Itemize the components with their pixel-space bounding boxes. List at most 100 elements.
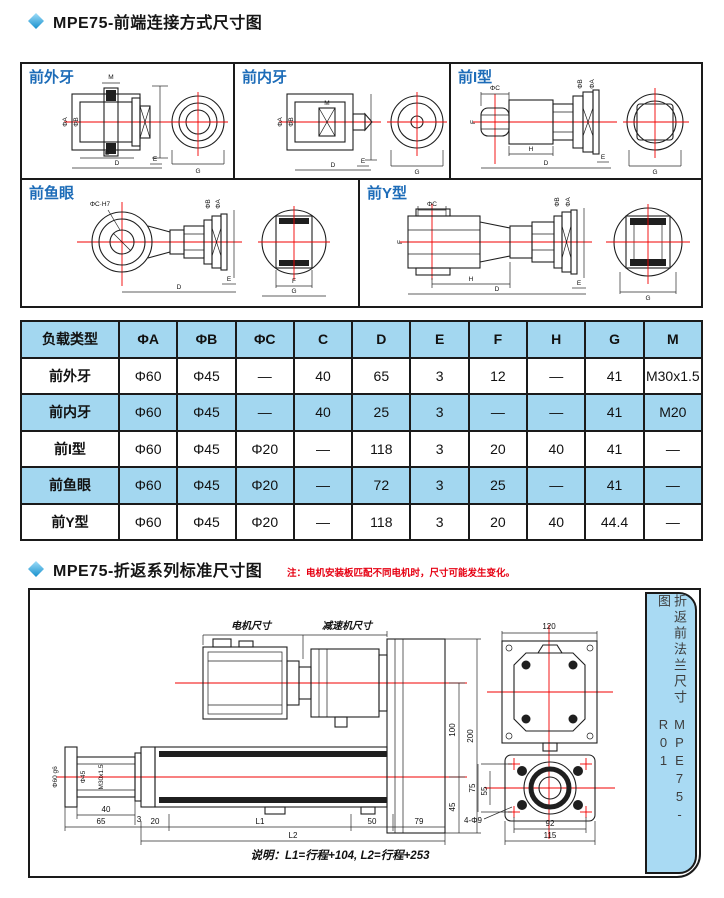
row-label: 前Y型 bbox=[20, 502, 120, 541]
cell-value: — bbox=[642, 429, 704, 468]
cell-value: 12 bbox=[467, 356, 529, 395]
cell-value: — bbox=[292, 429, 354, 468]
front-internal-thread-drawing: ΦA ΦB M E D G bbox=[277, 92, 447, 176]
cell-value: 3 bbox=[409, 502, 470, 541]
dim-label: F bbox=[397, 240, 404, 244]
section2-title: MPE75-折返系列标准尺寸图 bbox=[53, 563, 263, 580]
section2-header: MPE75-折返系列标准尺寸图 bbox=[28, 557, 262, 581]
dim-label: D bbox=[495, 286, 500, 293]
cell-value: 40 bbox=[526, 502, 587, 541]
drawing-cell-front-internal-thread: 前内牙 ΦA ΦB M E D bbox=[235, 64, 451, 180]
foldback-drawing-box: Φ60 g6 Φ45 M30x1.5 电机尺寸 减速机尺寸 100 45 200… bbox=[28, 588, 701, 878]
dim-label: 92 bbox=[546, 819, 555, 828]
row-label: 前鱼眼 bbox=[20, 466, 120, 505]
side-tab-line2: MPE75-R01 bbox=[656, 717, 687, 826]
cell-value: 20 bbox=[467, 429, 529, 468]
dim-label: Φ45 bbox=[80, 770, 87, 783]
dim-label: 3 bbox=[137, 815, 142, 824]
side-tab: 折返前法兰尺寸图 MPE75-R01 bbox=[645, 592, 697, 874]
dim-label: M30x1.5 bbox=[98, 764, 105, 789]
dim-label: ΦB bbox=[73, 117, 80, 127]
column-header: E bbox=[409, 320, 470, 359]
dim-label: C bbox=[105, 150, 110, 157]
cell-value: Φ45 bbox=[176, 502, 237, 541]
dim-label: D bbox=[115, 160, 120, 167]
cell-value: 118 bbox=[351, 502, 412, 541]
dim-label: G bbox=[414, 169, 419, 176]
cell-value: 3 bbox=[409, 466, 470, 505]
drawing-cell-front-fisheye: 前鱼眼 ΦC·H7 ΦB ΦA E bbox=[22, 180, 360, 306]
cell-value: M30x1.5 bbox=[642, 356, 704, 395]
dim-label: G bbox=[645, 295, 650, 302]
dim-label: 50 bbox=[368, 817, 377, 826]
cell-value: 25 bbox=[351, 393, 412, 432]
dim-label: E bbox=[361, 158, 366, 165]
dim-label: ΦA bbox=[565, 197, 572, 207]
cell-value: Φ45 bbox=[176, 429, 237, 468]
dim-label: ΦA bbox=[62, 117, 69, 127]
row-label: 前外牙 bbox=[20, 356, 120, 395]
connection-drawings-grid: 前外牙 M ΦA ΦB C E bbox=[20, 62, 703, 308]
column-header: C bbox=[292, 320, 354, 359]
cell-value: 41 bbox=[584, 466, 645, 505]
cell-value: — bbox=[642, 466, 704, 505]
dim-label: ΦB bbox=[577, 79, 584, 89]
dim-label: ΦA bbox=[589, 79, 596, 89]
cell-value: Φ45 bbox=[176, 393, 237, 432]
cell-value: Φ45 bbox=[176, 356, 237, 395]
dim-label: F bbox=[292, 278, 296, 285]
column-header: G bbox=[584, 320, 645, 359]
cell-value: 72 bbox=[351, 466, 412, 505]
cell-value: Φ20 bbox=[234, 502, 295, 541]
dim-label: ΦC bbox=[490, 85, 500, 92]
cell-value: Φ60 bbox=[117, 502, 179, 541]
cell-value: 20 bbox=[467, 502, 529, 541]
cell-label: 前外牙 bbox=[29, 69, 75, 86]
dim-label: D bbox=[544, 160, 549, 167]
diamond-icon bbox=[28, 561, 44, 577]
dim-label: 65 bbox=[97, 817, 106, 826]
motor-plate-note: 注：电机安装板匹配不同电机时，尺寸可能发生变化。 bbox=[287, 568, 516, 579]
drawing-cell-front-external-thread: 前外牙 M ΦA ΦB C E bbox=[22, 64, 235, 180]
dim-label: G bbox=[291, 288, 296, 295]
cell-value: 40 bbox=[526, 429, 587, 468]
cell-value: 3 bbox=[409, 356, 470, 395]
dim-label: ΦA bbox=[215, 199, 222, 209]
front-y-type-drawing: ΦC F ΦB ΦA H E bbox=[397, 197, 690, 302]
column-header: ΦC bbox=[234, 320, 295, 359]
cell-value: Φ60 bbox=[117, 429, 179, 468]
dim-label: E bbox=[227, 276, 232, 283]
bolt-hole-centers bbox=[508, 758, 592, 818]
cell-value: 65 bbox=[351, 356, 412, 395]
cell-value: — bbox=[292, 466, 354, 505]
column-header: H bbox=[526, 320, 587, 359]
cell-value: — bbox=[642, 502, 704, 541]
dim-label: 120 bbox=[542, 622, 556, 631]
dim-label: ΦA bbox=[277, 117, 284, 127]
cell-value: — bbox=[526, 393, 587, 432]
dim-label: M bbox=[108, 74, 113, 81]
cell-value: 40 bbox=[292, 356, 354, 395]
cell-label: 前I型 bbox=[458, 69, 493, 86]
dim-label: H bbox=[529, 146, 534, 153]
dim-label: ΦB bbox=[554, 197, 561, 207]
dim-label: E bbox=[601, 154, 606, 161]
dim-label: H bbox=[469, 276, 474, 283]
front-external-thread-drawing: M ΦA ΦB C E D G bbox=[62, 74, 228, 175]
cell-label: 前鱼眼 bbox=[29, 185, 75, 202]
dim-label: 45 bbox=[448, 802, 457, 811]
dim-label: G bbox=[652, 169, 657, 176]
dim-label: L2 bbox=[289, 831, 298, 840]
cell-value: Φ60 bbox=[117, 393, 179, 432]
diamond-icon bbox=[28, 13, 44, 29]
dim-label: F bbox=[470, 120, 477, 124]
cell-value: 118 bbox=[351, 429, 412, 468]
dim-label: 20 bbox=[151, 817, 160, 826]
cell-label: 前内牙 bbox=[242, 69, 288, 86]
side-tab-line1: 折返前法兰尺寸图 bbox=[656, 594, 687, 706]
dim-label: D bbox=[177, 284, 182, 291]
dim-label: ΦC bbox=[427, 201, 437, 208]
